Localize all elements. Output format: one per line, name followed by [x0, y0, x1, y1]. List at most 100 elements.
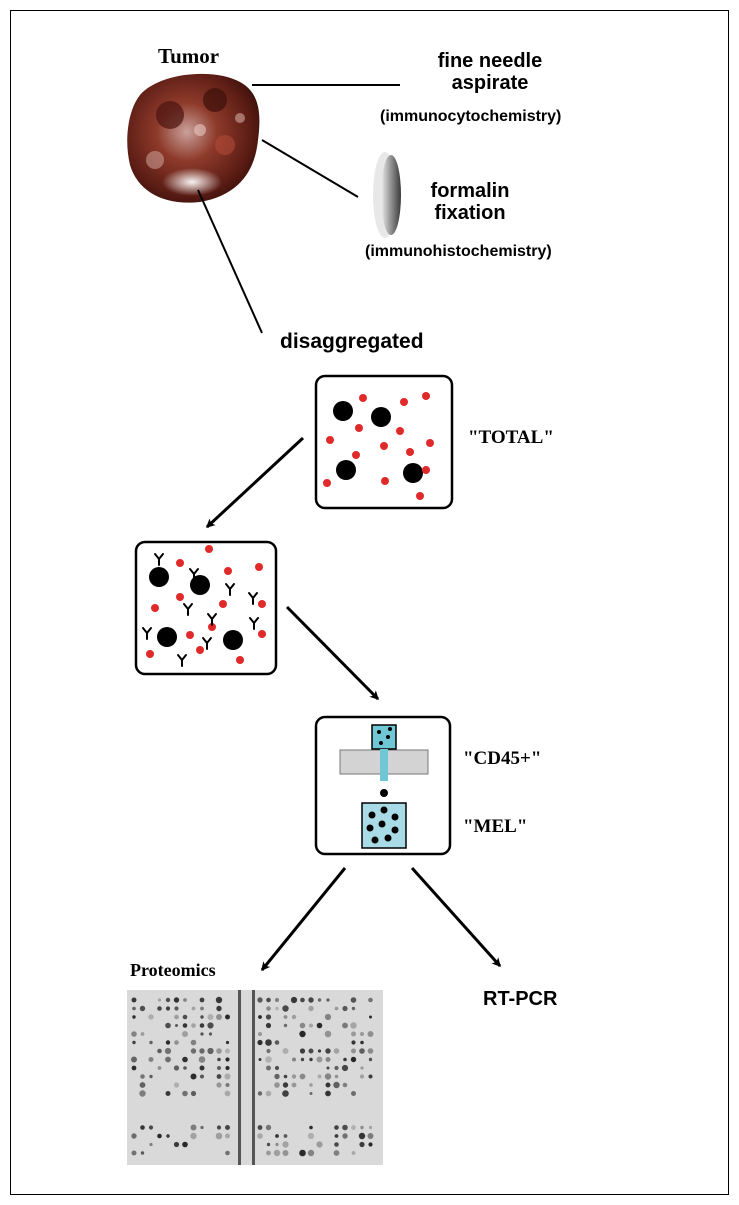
array-spot — [317, 1049, 322, 1053]
array-spot — [274, 1082, 280, 1088]
array-spot — [257, 997, 263, 1003]
array-spot — [274, 1065, 280, 1071]
array-spot — [299, 1149, 306, 1157]
array-spot — [350, 997, 357, 1003]
array-spot — [317, 1074, 322, 1079]
array-spot — [225, 1083, 230, 1087]
array-spot — [307, 1132, 315, 1140]
array-spot — [207, 1014, 214, 1020]
array-spot — [274, 1040, 280, 1045]
array-spot — [325, 1048, 331, 1054]
array-spot — [173, 997, 180, 1003]
array-spot — [324, 1013, 332, 1021]
array-spot — [165, 1006, 171, 1011]
array-spot — [140, 1125, 145, 1130]
array-spot — [257, 1125, 263, 1130]
array-spot — [351, 1031, 356, 1037]
array-spot — [157, 1066, 162, 1070]
array-spot — [190, 1039, 197, 1046]
array-spot — [182, 1014, 188, 1020]
array-spot — [342, 1133, 348, 1139]
array-spot — [358, 1132, 366, 1140]
array-spot — [131, 997, 137, 1003]
array-spot — [368, 1125, 373, 1130]
array-spot — [157, 998, 162, 1002]
array-spot — [173, 1141, 180, 1148]
array-spot — [216, 1014, 222, 1020]
array-spot — [217, 1057, 221, 1062]
formalin-line1: formalin — [430, 180, 510, 202]
array-spot — [191, 1006, 196, 1011]
array-spot — [266, 1006, 271, 1011]
array-spot — [200, 1074, 204, 1079]
array-spot — [351, 1125, 356, 1130]
array-spot — [342, 1022, 348, 1029]
array-spot — [190, 1124, 197, 1131]
array-spot — [325, 1090, 331, 1097]
array-spot — [351, 1006, 356, 1011]
array-spot — [265, 1090, 272, 1097]
array-spot — [282, 1005, 289, 1012]
tumor-connectors — [197, 84, 400, 334]
array-spot — [183, 1066, 187, 1070]
array-spot — [208, 1032, 213, 1036]
array-spot — [275, 998, 279, 1002]
array-spot — [131, 1065, 137, 1071]
array-spot — [368, 1074, 373, 1079]
array-spot — [334, 1125, 339, 1130]
array-spot — [369, 1015, 372, 1019]
array-spot — [359, 1048, 365, 1054]
array-spot — [190, 1048, 197, 1054]
array-spot — [309, 1083, 313, 1087]
array-spot — [360, 1040, 364, 1045]
array-spot — [368, 1057, 373, 1062]
array-spot — [368, 1142, 373, 1147]
array-spot — [225, 1040, 230, 1045]
array-spot — [173, 1065, 180, 1071]
array-spot — [225, 1125, 230, 1130]
array-spot — [308, 997, 314, 1003]
array-spot — [333, 1150, 340, 1156]
array-spot — [282, 1048, 289, 1054]
array-spot — [308, 1048, 314, 1054]
array-spot — [166, 1134, 170, 1138]
array-spot — [174, 1006, 179, 1011]
array-spot — [283, 1015, 288, 1019]
array-spot — [149, 1040, 153, 1045]
column-reservoir — [371, 724, 397, 750]
array-spot — [225, 1048, 230, 1054]
cd45-label: "CD45+" — [463, 748, 542, 769]
total-cells-box — [314, 374, 454, 510]
array-spot — [225, 1057, 230, 1062]
array-spot — [139, 1090, 146, 1097]
array-spot — [360, 1032, 364, 1036]
array-spot — [157, 1048, 162, 1054]
array-spot — [282, 1150, 289, 1156]
array-spot — [174, 1040, 179, 1045]
array-spot — [157, 1006, 162, 1011]
antibody-y-icon — [142, 553, 259, 667]
array-spot — [200, 1006, 204, 1011]
array-spot — [282, 1082, 289, 1088]
array-spot — [140, 1151, 145, 1155]
protein-array-image — [127, 990, 383, 1165]
array-spot — [148, 1014, 154, 1020]
red-cell — [323, 392, 434, 500]
array-spot — [291, 1082, 297, 1088]
array-spot — [131, 1056, 137, 1063]
array-spot — [334, 1006, 339, 1011]
array-spot — [266, 1142, 271, 1147]
array-spot — [183, 998, 187, 1002]
array-spot — [200, 1015, 204, 1019]
array-spot — [207, 1047, 214, 1055]
array-spot — [283, 1074, 288, 1079]
array-spot — [132, 1015, 136, 1019]
array-spot — [148, 1057, 154, 1062]
array-spot — [190, 1073, 197, 1080]
array-spot — [257, 1133, 263, 1139]
array-spot — [265, 1022, 272, 1029]
array-spot — [216, 1074, 222, 1079]
array-spot — [275, 1134, 279, 1138]
array-spot — [325, 1082, 331, 1088]
large-cell — [149, 567, 243, 650]
